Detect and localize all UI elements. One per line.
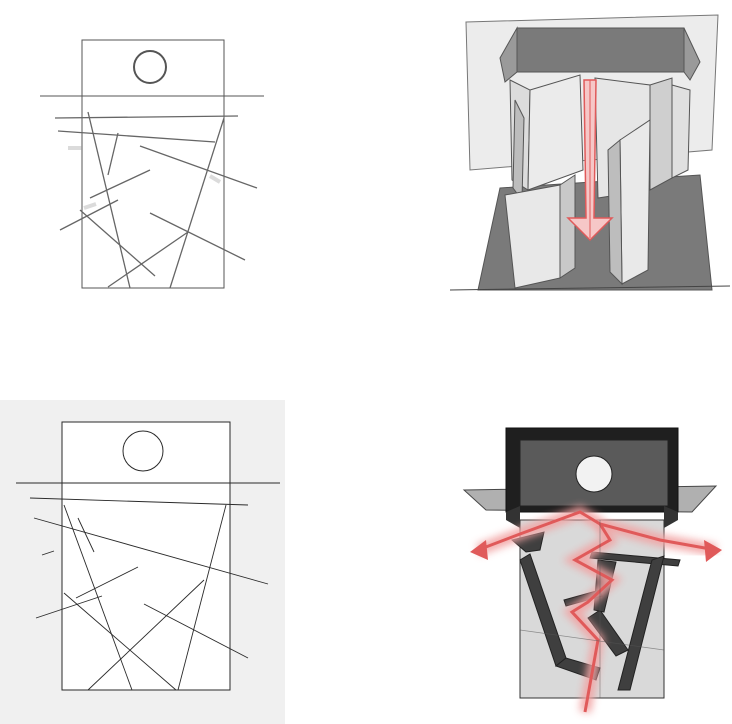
right-arrowhead bbox=[704, 540, 722, 562]
line-plan-drawing bbox=[0, 400, 285, 724]
sketch-circle bbox=[134, 51, 166, 83]
sketch-outline bbox=[82, 40, 224, 288]
front-wall-left bbox=[505, 185, 560, 288]
3d-model-panel bbox=[440, 0, 732, 310]
left-arrowhead bbox=[470, 540, 488, 560]
sketch-plan-panel bbox=[0, 0, 300, 330]
ceiling-box bbox=[517, 28, 684, 72]
front-wall-right bbox=[620, 120, 650, 284]
plan-outline bbox=[62, 422, 230, 690]
shaded-plan-panel bbox=[450, 410, 732, 724]
circle-opening bbox=[576, 456, 612, 492]
shaded-plan-drawing bbox=[450, 410, 732, 724]
sketch-crossing-lines bbox=[55, 112, 257, 288]
line-plan-panel bbox=[0, 400, 285, 724]
sketch-plan-drawing bbox=[0, 0, 300, 330]
3d-model-drawing bbox=[440, 0, 732, 310]
